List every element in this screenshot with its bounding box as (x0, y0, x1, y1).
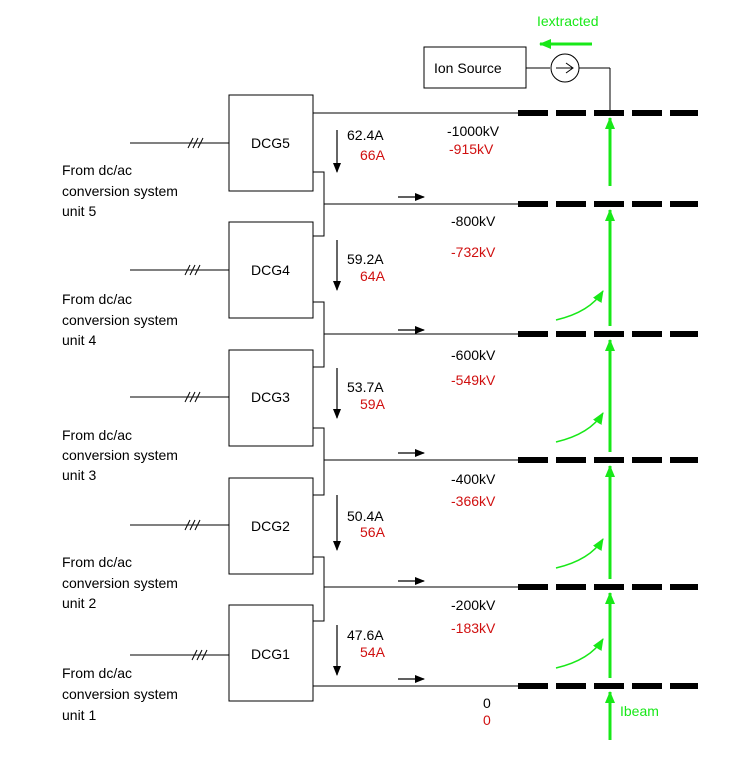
dcg4-label: DCG4 (251, 262, 290, 278)
svg-text:From dc/ac: From dc/ac (62, 665, 132, 681)
current-nominal-dcg4: 59.2A (347, 251, 384, 267)
dcg4-box (228, 221, 314, 319)
svg-text:conversion system: conversion system (62, 447, 178, 463)
svg-text:From dc/ac: From dc/ac (62, 427, 132, 443)
generator-dcg1: DCG1 (130, 604, 314, 702)
current-actual-dcg1: 54A (360, 644, 386, 660)
svg-text:From dc/ac: From dc/ac (62, 291, 132, 307)
current-nominal-dcg2: 50.4A (347, 508, 384, 524)
beam-current-label: Ibeam (620, 703, 659, 719)
current-actual-dcg3: 59A (360, 396, 386, 412)
voltage-actual-366kv: -366kV (451, 493, 496, 509)
svg-text:conversion system: conversion system (62, 686, 178, 702)
generator-dcg4: DCG4 (130, 221, 314, 319)
curved-arrow-3 (555, 538, 604, 569)
source-label-unit3: From dc/ac conversion system unit 3 (62, 427, 178, 483)
voltage-nominal-400kv: -400kV (451, 471, 496, 487)
dcg5-box (228, 94, 314, 192)
svg-text:conversion system: conversion system (62, 575, 178, 591)
voltage-nominal-600kv: -600kV (451, 347, 496, 363)
dcg2-box (228, 477, 314, 575)
voltage-actual-183kv: -183kV (451, 620, 496, 636)
source-label-unit5: From dc/ac conversion system unit 5 (62, 162, 178, 219)
dcg3-label: DCG3 (251, 389, 290, 405)
voltage-actual-ground: 0 (483, 712, 491, 728)
curved-arrow-2 (555, 412, 604, 443)
source-label-unit4: From dc/ac conversion system unit 4 (62, 291, 178, 348)
dcg1-box (228, 604, 314, 702)
dcg5-label: DCG5 (251, 135, 290, 151)
svg-text:conversion system: conversion system (62, 312, 178, 328)
current-nominal-dcg5: 62.4A (347, 127, 384, 143)
generator-dcg3: DCG3 (130, 349, 314, 447)
current-actual-dcg5: 66A (360, 147, 386, 163)
voltage-actual-915kv: -915kV (449, 141, 494, 157)
current-nominal-dcg1: 47.6A (347, 627, 384, 643)
curved-arrow-4 (555, 638, 604, 669)
svg-text:unit 5: unit 5 (62, 203, 96, 219)
current-actual-dcg2: 56A (360, 524, 386, 540)
current-actual-dcg4: 64A (360, 268, 386, 284)
svg-text:unit 2: unit 2 (62, 595, 96, 611)
dcg1-label: DCG1 (251, 646, 290, 662)
voltage-nominal-ground: 0 (483, 695, 491, 711)
ion-source-label: Ion Source (434, 60, 502, 76)
svg-text:unit 1: unit 1 (62, 707, 96, 723)
svg-text:conversion system: conversion system (62, 183, 178, 199)
voltage-nominal-1000kv: -1000kV (447, 123, 500, 139)
source-label-unit1: From dc/ac conversion system unit 1 (62, 665, 178, 723)
svg-text:unit 4: unit 4 (62, 332, 96, 348)
svg-text:unit 3: unit 3 (62, 467, 96, 483)
source-label-unit2: From dc/ac conversion system unit 2 (62, 554, 178, 611)
voltage-nominal-200kv: -200kV (451, 597, 496, 613)
svg-text:From dc/ac: From dc/ac (62, 554, 132, 570)
current-nominal-dcg3: 53.7A (347, 379, 384, 395)
dcg3-box (228, 349, 314, 447)
voltage-actual-732kv: -732kV (451, 244, 496, 260)
generator-dcg5: DCG5 (130, 94, 314, 192)
voltage-actual-549kv: -549kV (451, 372, 496, 388)
dcg2-label: DCG2 (251, 518, 290, 534)
extracted-current-label: Iextracted (537, 13, 598, 29)
generator-dcg2: DCG2 (130, 477, 314, 575)
curved-arrow-1 (555, 290, 604, 321)
svg-text:From dc/ac: From dc/ac (62, 162, 132, 178)
voltage-nominal-800kv: -800kV (451, 213, 496, 229)
